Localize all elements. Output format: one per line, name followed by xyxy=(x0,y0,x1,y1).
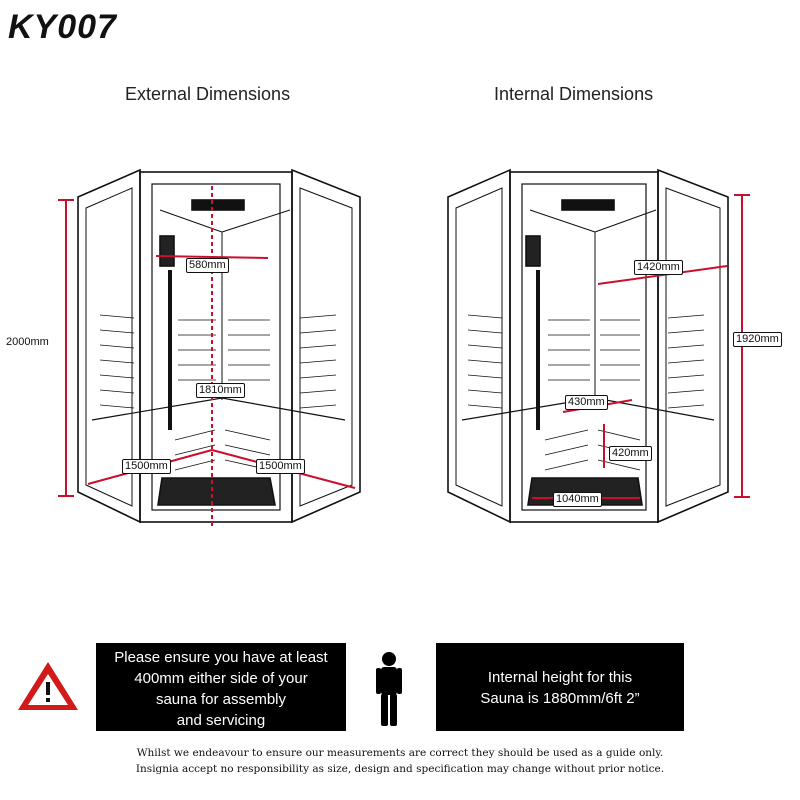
external-dimension-lines xyxy=(58,186,356,526)
external-side-right-label: 1500mm xyxy=(256,459,305,474)
internal-bench-height-label: 420mm xyxy=(609,446,652,461)
clearance-notice-line: 400mm either side of your xyxy=(134,670,308,687)
internal-diagonal-label: 1420mm xyxy=(634,260,683,275)
internal-bench-depth-label: 430mm xyxy=(565,395,608,410)
disclaimer: Whilst we endeavour to ensure our measur… xyxy=(0,745,800,777)
internal-height-notice: Internal height for this Sauna is 1880mm… xyxy=(436,643,684,731)
external-side-left-label: 1500mm xyxy=(122,459,171,474)
external-sauna-drawing xyxy=(77,168,361,524)
internal-height-notice-line: Sauna is 1880mm/6ft 2” xyxy=(480,690,640,707)
internal-sauna-drawing xyxy=(447,168,729,524)
internal-front-width-label: 1040mm xyxy=(553,492,602,507)
external-inner-height-label: 1810mm xyxy=(196,383,245,398)
person-silhouette-icon xyxy=(376,652,402,726)
disclaimer-line: Insignia accept no responsibility as siz… xyxy=(135,763,665,775)
clearance-notice: Please ensure you have at least 400mm ei… xyxy=(96,643,346,731)
clearance-notice-line: Please ensure you have at least xyxy=(114,649,328,666)
external-height-label: 2000mm xyxy=(6,336,49,348)
disclaimer-line: Whilst we endeavour to ensure our measur… xyxy=(136,747,664,759)
external-dimensions-heading: External Dimensions xyxy=(125,84,291,104)
internal-height-label: 1920mm xyxy=(733,332,782,347)
warning-triangle-icon xyxy=(18,662,78,710)
external-width-label: 580mm xyxy=(186,258,229,273)
clearance-notice-line: sauna for assembly xyxy=(155,691,287,708)
model-code: KY007 xyxy=(8,8,117,46)
internal-dimensions-heading: Internal Dimensions xyxy=(494,84,654,104)
clearance-notice-line: and servicing xyxy=(176,712,266,729)
internal-height-notice-line: Internal height for this xyxy=(487,669,633,686)
